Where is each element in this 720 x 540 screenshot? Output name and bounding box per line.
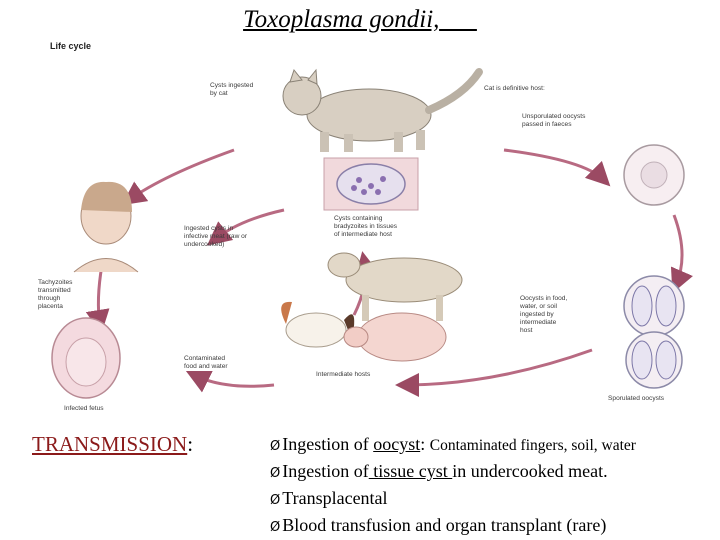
label-cysts-tissues: Cysts containing bradyzoites in tissues … (334, 215, 399, 238)
transmission-label: TRANSMISSION: (32, 432, 194, 456)
arrow-cat-to-oocyst (503, 148, 611, 187)
cat-illustration (282, 68, 483, 152)
arrow-bullet-icon: Ø (270, 439, 281, 454)
title-text: Toxoplasma gondii, (243, 6, 440, 33)
arrow-sporulated-to-hosts (395, 348, 593, 397)
label-cat-host: Cat is definitive host: (484, 85, 545, 92)
arrow-food-to-fetus (185, 370, 275, 393)
label-unsporulated: Unsporulated oocysts passed in faeces (522, 113, 587, 128)
intermediate-hosts-illustration (281, 252, 463, 362)
tissue-cyst-illustration (323, 157, 419, 211)
human-illustration (73, 181, 139, 273)
label-infected-fetus: Infected fetus (64, 405, 104, 412)
life-cycle-diagram: Life cycle (24, 40, 714, 414)
life-cycle-heading: Life cycle (50, 41, 91, 51)
unsporulated-oocyst-illustration (623, 144, 685, 206)
label-contaminated-food: Contaminated food and water (184, 355, 228, 370)
label-cysts-ingested: Cysts ingested by cat (210, 82, 255, 97)
sporulated-oocyst-illustration (623, 275, 685, 389)
arrow-bullet-icon: Ø (270, 493, 281, 508)
label-oocysts-food: Oocysts in food, water, or soil ingested… (519, 295, 569, 334)
arrow-bullet-icon: Ø (270, 520, 281, 535)
slide-title: Toxoplasma gondii, (0, 6, 720, 34)
arrow-cat-to-human (121, 148, 235, 206)
label-intermediate-hosts: Intermediate hosts (316, 371, 371, 378)
arrow-oocyst-to-sporulated (670, 214, 693, 294)
label-sporulated: Sporulated oocysts (608, 395, 665, 402)
arrow-meat-to-human (206, 208, 285, 246)
arrow-bullet-icon: Ø (270, 466, 281, 481)
fetus-illustration (51, 317, 121, 399)
label-tachyzoites: Tachyzoites transmitted through placenta (38, 279, 74, 310)
label-ingested-cysts-meat: Ingested cysts in infective meat (raw or… (184, 225, 249, 248)
